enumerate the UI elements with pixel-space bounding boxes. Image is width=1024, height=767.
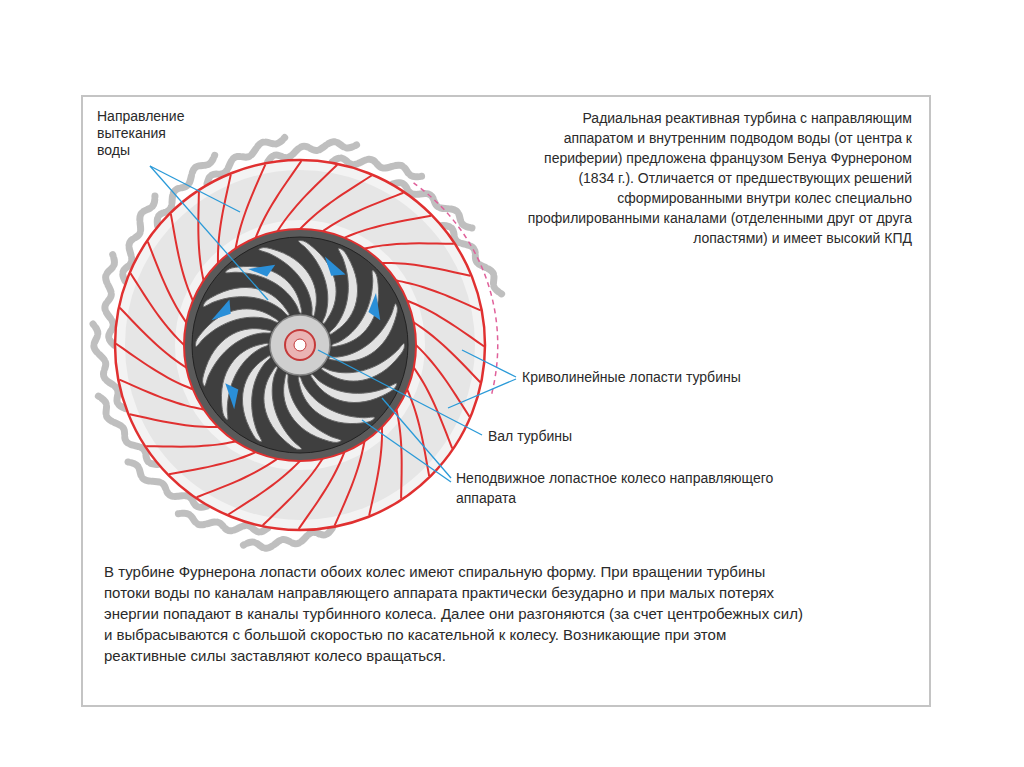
description-note: Радиальная реактивная турбина с направля… bbox=[515, 108, 912, 248]
leader-line bbox=[150, 166, 268, 300]
turbine-blade bbox=[300, 176, 372, 229]
turbine-blade bbox=[369, 427, 382, 515]
guide-vane bbox=[264, 366, 302, 449]
turbine-blade bbox=[382, 263, 470, 276]
shaft-core bbox=[294, 339, 306, 351]
leader-line bbox=[150, 166, 240, 212]
water-jet bbox=[105, 255, 115, 345]
flow-arrow bbox=[248, 265, 275, 277]
turbine-blade bbox=[171, 214, 193, 301]
guide-disk bbox=[192, 237, 408, 453]
leader-line bbox=[382, 398, 451, 478]
leader-line bbox=[362, 420, 451, 482]
guide-vane bbox=[203, 287, 289, 315]
turbine-blade bbox=[414, 322, 480, 382]
leader-line bbox=[448, 379, 516, 408]
wheel-shade bbox=[150, 195, 450, 495]
flow-arrow bbox=[211, 299, 230, 320]
guide-vane bbox=[298, 241, 336, 324]
leader-line bbox=[462, 350, 516, 377]
guide-wheel-label: Неподвижное лопастное колесо направляюще… bbox=[456, 468, 776, 508]
hub bbox=[270, 315, 330, 375]
flow-direction-label: Направление вытекания воды bbox=[97, 108, 193, 159]
guide-vane bbox=[203, 329, 272, 387]
turbine-blade bbox=[396, 409, 401, 498]
turbine-blade bbox=[364, 243, 453, 248]
turbine-blade bbox=[148, 242, 186, 323]
wheel-inner-edge bbox=[184, 229, 416, 461]
guide-vane bbox=[284, 374, 342, 443]
turbine-blade bbox=[299, 452, 345, 529]
shaft-label: Вал турбины bbox=[488, 428, 572, 445]
caption-text: В турбине Фурнерона лопасти обоих колес … bbox=[104, 561, 809, 666]
turbine-blade bbox=[414, 368, 452, 449]
flow-arrow bbox=[368, 293, 380, 320]
guide-vane bbox=[221, 343, 268, 419]
turbine-blade bbox=[197, 459, 278, 497]
guide-vane bbox=[311, 375, 397, 403]
flow-arrow bbox=[225, 383, 238, 409]
guide-vane bbox=[321, 343, 404, 381]
turbine-blade bbox=[116, 344, 193, 390]
turbine-blade bbox=[129, 414, 217, 427]
turbine-blade bbox=[198, 191, 203, 280]
flow-arrow bbox=[325, 256, 346, 275]
turbine-shaft bbox=[270, 315, 330, 375]
guide-vane bbox=[259, 248, 317, 317]
turbine-blade bbox=[169, 452, 256, 474]
turbine-blade bbox=[344, 216, 431, 238]
guide-vane bbox=[242, 356, 270, 442]
blade-label: Криволинейные лопасти турбины bbox=[522, 369, 741, 386]
guide-vane bbox=[330, 248, 358, 334]
shaft bbox=[285, 330, 315, 360]
turbine-blade bbox=[416, 345, 469, 417]
guide-vane bbox=[196, 309, 279, 347]
turbine-blade bbox=[146, 441, 235, 446]
guide-vane bbox=[329, 304, 398, 362]
turbine-blade bbox=[256, 161, 302, 238]
water-jets bbox=[93, 138, 502, 549]
turbine-blade bbox=[131, 273, 184, 345]
guide-vane bbox=[298, 377, 374, 424]
turbine-blade bbox=[228, 461, 300, 514]
leader-lines bbox=[150, 166, 516, 482]
turbine-wheel bbox=[115, 160, 485, 530]
turbine-blade bbox=[323, 193, 404, 231]
guide-apparatus bbox=[192, 237, 408, 453]
leader-line bbox=[318, 350, 482, 435]
wheel-rim bbox=[115, 160, 485, 530]
panel-frame bbox=[82, 96, 930, 706]
turbine-blade bbox=[407, 301, 484, 347]
